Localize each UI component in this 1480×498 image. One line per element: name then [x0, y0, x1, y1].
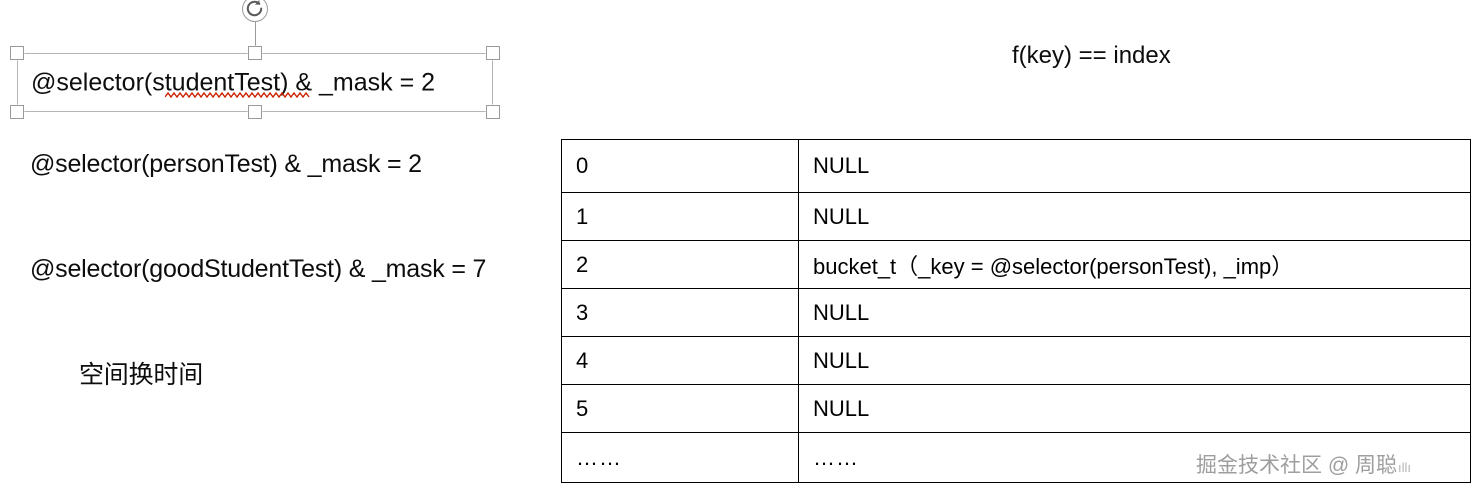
rotate-icon[interactable]	[242, 0, 268, 22]
cell-index: 1	[561, 192, 799, 241]
cell-index: 3	[561, 288, 799, 337]
code-line-good-student-test: @selector(goodStudentTest) & _mask = 7	[30, 255, 487, 283]
resize-handle-top-left[interactable]	[10, 46, 24, 60]
table-row: …… ……	[561, 432, 1471, 483]
table-row: 3 NULL	[561, 288, 1471, 337]
cell-index-ellipsis: ……	[561, 432, 799, 483]
cell-value: NULL	[798, 288, 1471, 337]
table-row: 5 NULL	[561, 384, 1471, 433]
rotation-stem	[254, 22, 256, 53]
hash-function-title: f(key) == index	[1012, 42, 1171, 69]
bucket-table-body: 0 NULL 1 NULL 2 bucket_t（_key = @selecto…	[561, 139, 1471, 483]
cell-value: NULL	[798, 336, 1471, 385]
bucket-table: 0 NULL 1 NULL 2 bucket_t（_key = @selecto…	[561, 139, 1471, 483]
table-row: 2 bucket_t（_key = @selector(personTest),…	[561, 240, 1471, 289]
cell-value-bucket: bucket_t（_key = @selector(personTest), _…	[798, 240, 1471, 289]
cell-index: 0	[561, 139, 799, 193]
watermark: 掘金技术社区 @ 周聪ıllı	[1196, 455, 1411, 476]
resize-handle-bottom-center[interactable]	[248, 105, 262, 119]
code-line-person-test: @selector(personTest) & _mask = 2	[30, 150, 422, 178]
shape-text: @selector(studentTest) & _mask = 2	[31, 68, 436, 96]
cell-value: NULL	[798, 139, 1471, 193]
cell-index: 2	[561, 240, 799, 289]
selected-text-box[interactable]: @selector(studentTest) & _mask = 2	[10, 0, 500, 119]
resize-handle-bottom-right[interactable]	[486, 105, 500, 119]
table-row: 0 NULL	[561, 139, 1471, 193]
resize-handle-bottom-left[interactable]	[10, 105, 24, 119]
watermark-text: 掘金技术社区 @ 周聪	[1196, 454, 1397, 477]
cell-value: NULL	[798, 192, 1471, 241]
watermark-tail: ıllı	[1398, 460, 1411, 475]
note-space-for-time: 空间换时间	[79, 360, 204, 389]
table-row: 1 NULL	[561, 192, 1471, 241]
cell-value: NULL	[798, 384, 1471, 433]
cell-index: 4	[561, 336, 799, 385]
cell-value-ellipsis: ……	[798, 432, 1471, 483]
resize-handle-top-center[interactable]	[248, 46, 262, 60]
resize-handle-top-right[interactable]	[486, 46, 500, 60]
table-row: 4 NULL	[561, 336, 1471, 385]
cell-index: 5	[561, 384, 799, 433]
